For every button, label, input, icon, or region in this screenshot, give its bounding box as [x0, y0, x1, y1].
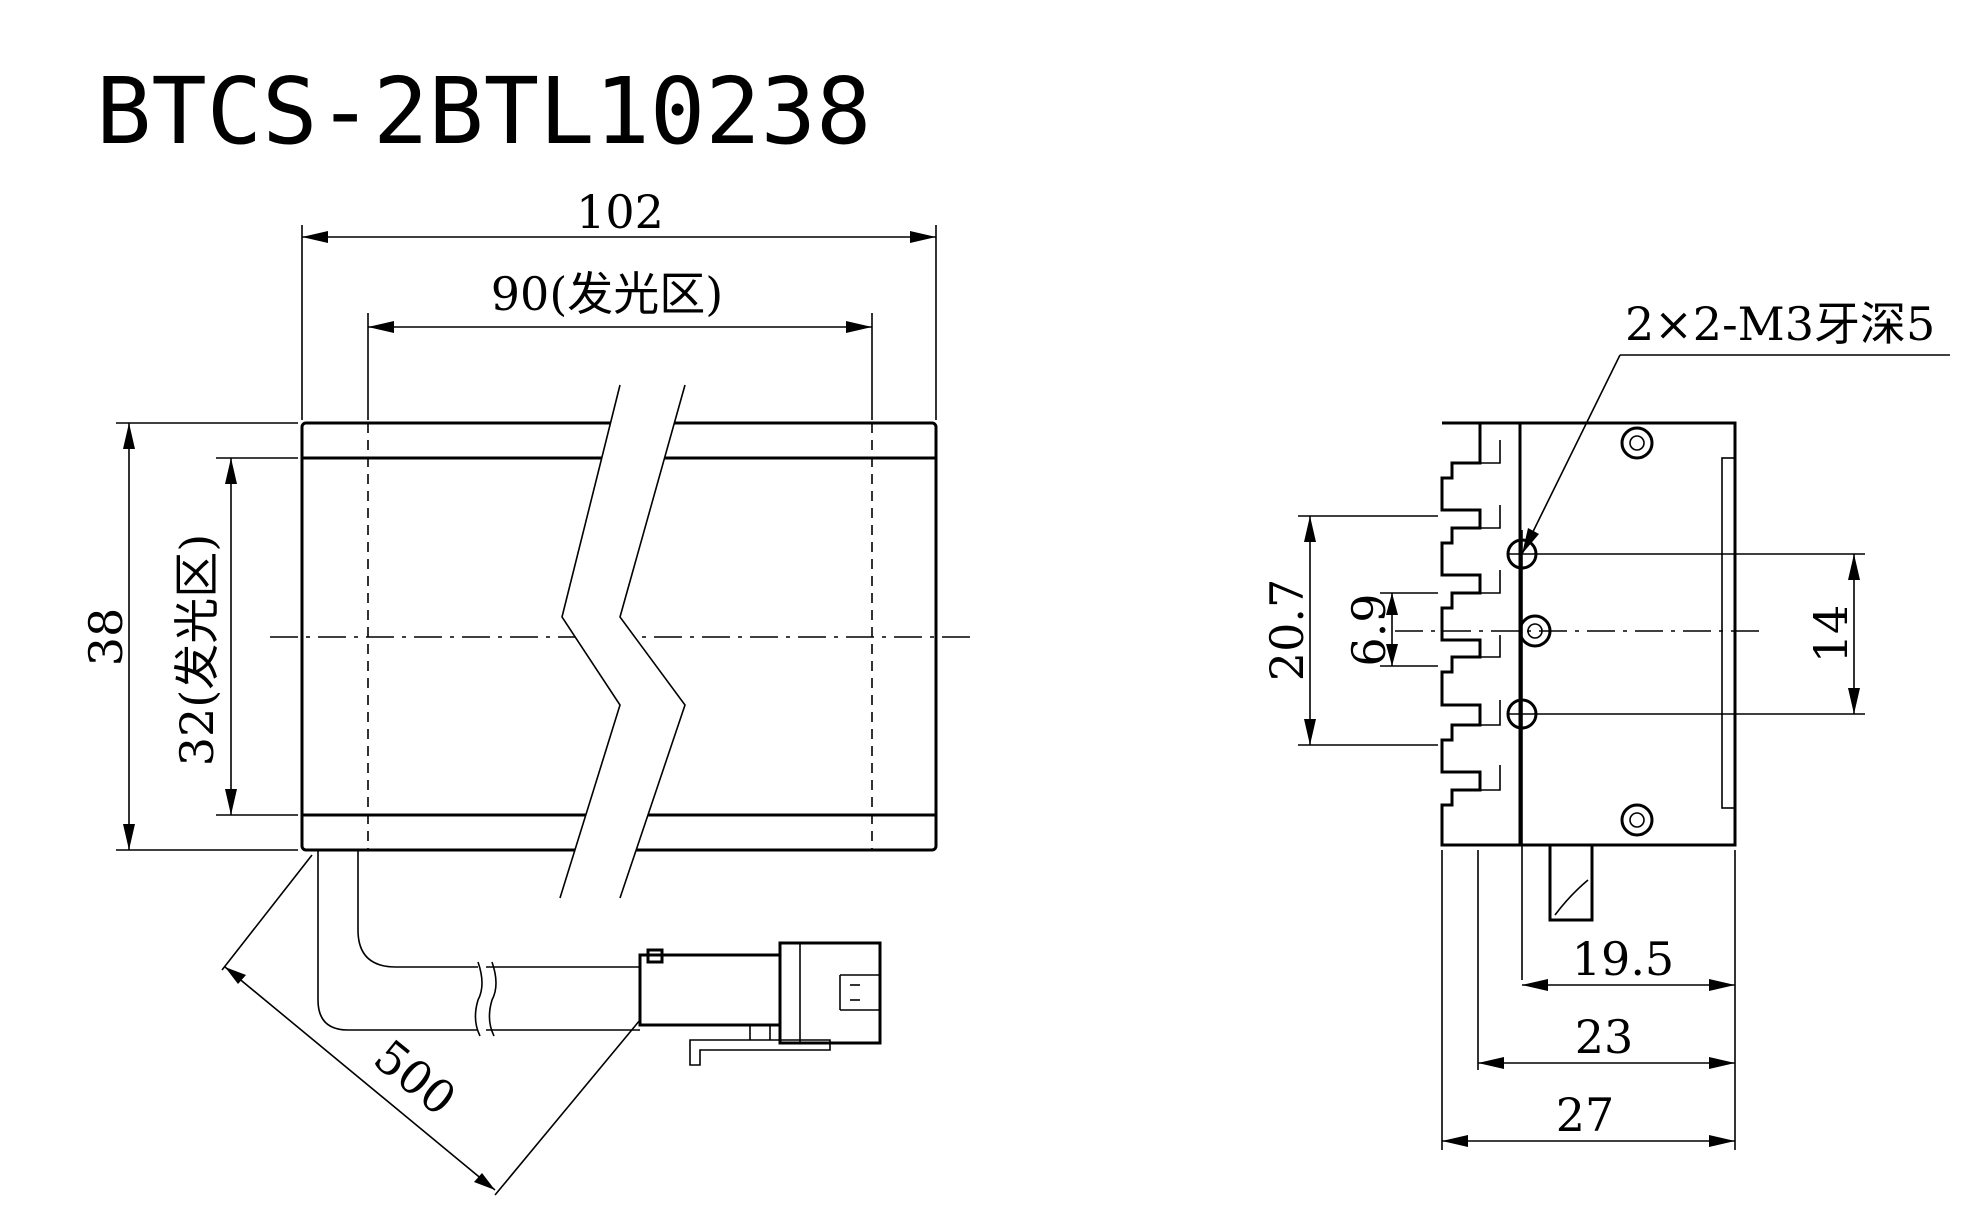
ext-line-500-end [494, 1019, 641, 1196]
t-slot-inner-lines [1480, 440, 1501, 791]
cable-wire-outer [357, 850, 478, 968]
dim-label-cable-length: 500 [364, 1029, 466, 1126]
side-housing-outline [1520, 421, 1737, 847]
break-gap-fill [560, 385, 685, 898]
dim-label-spacing-inner: 6.9 [1342, 593, 1396, 666]
dim-label-width-23: 23 [1575, 1010, 1634, 1064]
dim-label-length-total: 102 [576, 185, 664, 239]
product-model-title: BTCS-2BTL10238 [96, 58, 871, 165]
connector-latch [689, 1025, 831, 1066]
connector-head [778, 941, 882, 1045]
thread-spec-note: 2×2-M3牙深5 [1625, 297, 1935, 351]
break-line-right [619, 384, 686, 899]
screw-hole-bottom [1620, 803, 1654, 837]
cable-break-1 [474, 961, 483, 1037]
side-view: 2×2-M3牙深5 20.7 6.9 14 19.5 23 [1260, 297, 1950, 1150]
dim-line-500 [224, 966, 496, 1191]
cable-wire-inner [317, 850, 478, 1031]
dim-label-length-emitting: 90(发光区) [491, 267, 723, 321]
screw-hole-top [1620, 426, 1654, 460]
front-view: 102 90(发光区) 38 32(发光区) [79, 185, 970, 1196]
dim-label-width-19-5: 19.5 [1572, 932, 1674, 986]
t-slot-profile [1440, 421, 1522, 847]
dim-label-width-27: 27 [1556, 1088, 1615, 1142]
side-cable-break [1554, 879, 1589, 916]
break-line-left [559, 384, 621, 899]
side-window [1721, 457, 1736, 809]
thread-note-leader [1521, 354, 1621, 555]
dim-label-height-emitting: 32(发光区) [170, 534, 224, 766]
connector-plug [638, 941, 882, 1066]
dim-label-spacing-right: 14 [1804, 605, 1858, 664]
side-cable-stub [1548, 843, 1594, 922]
cable-break-2 [488, 961, 497, 1037]
dim-label-spacing-outer: 20.7 [1260, 579, 1314, 681]
connector-housing [638, 953, 782, 1027]
dim-label-height-total: 38 [79, 608, 133, 667]
ext-line-500-start [221, 854, 313, 971]
connector-tab-top [646, 948, 664, 964]
